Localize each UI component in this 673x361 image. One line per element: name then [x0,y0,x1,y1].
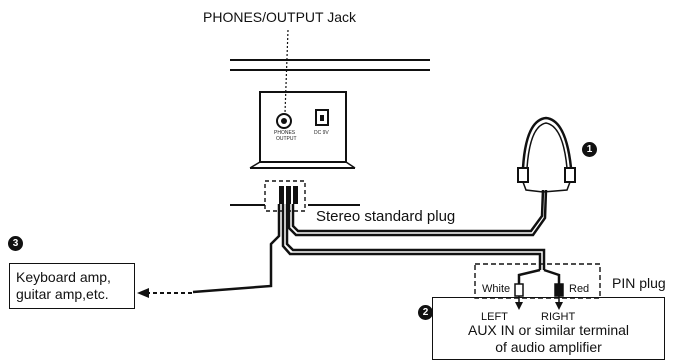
phones-output-jack-label: PHONES/OUTPUT Jack [203,9,356,25]
stereo-plug-label: Stereo standard plug [316,208,456,225]
badge-1: 1 [582,142,597,157]
phones-output-jack-icon [276,113,292,129]
panel-output-label: OUTPUT [276,136,297,142]
dc-jack-icon [315,109,329,126]
instrument-body [230,59,430,206]
aux-in-box: AUX IN or similar terminal of audio ampl… [432,297,665,360]
headphones-icon [517,116,576,193]
pin-plug-label: PIN plug [612,275,666,291]
stereo-plug-icon [264,180,306,212]
right-channel-label: RIGHT [541,311,576,323]
panel-dc-label: DC 9V [314,130,329,136]
badge-2: 2 [418,305,433,320]
cable-to-headphones [287,189,548,237]
aux-line2: of audio amplifier [495,339,602,355]
red-plug-label: Red [569,283,590,295]
badge-3: 3 [8,236,23,251]
jack-pointer-line [284,29,289,114]
pin-plug-box [474,263,601,299]
arrow-to-keyboard-amp [137,288,192,298]
cable-to-keyboard-amp [192,204,281,294]
keyboard-amp-line1: Keyboard amp, [16,269,111,285]
cable-to-pin-plug [281,204,561,286]
jack-panel [249,91,356,169]
aux-line1: AUX IN or similar terminal [467,322,630,338]
red-pin-plug-icon [554,283,564,310]
keyboard-amp-line2: guitar amp,etc. [16,286,109,302]
white-plug-label: White [482,283,511,295]
left-channel-label: LEFT [481,311,508,323]
keyboard-amp-box: Keyboard amp, guitar amp,etc. [9,263,135,309]
panel-phones-label: PHONES [274,130,296,136]
